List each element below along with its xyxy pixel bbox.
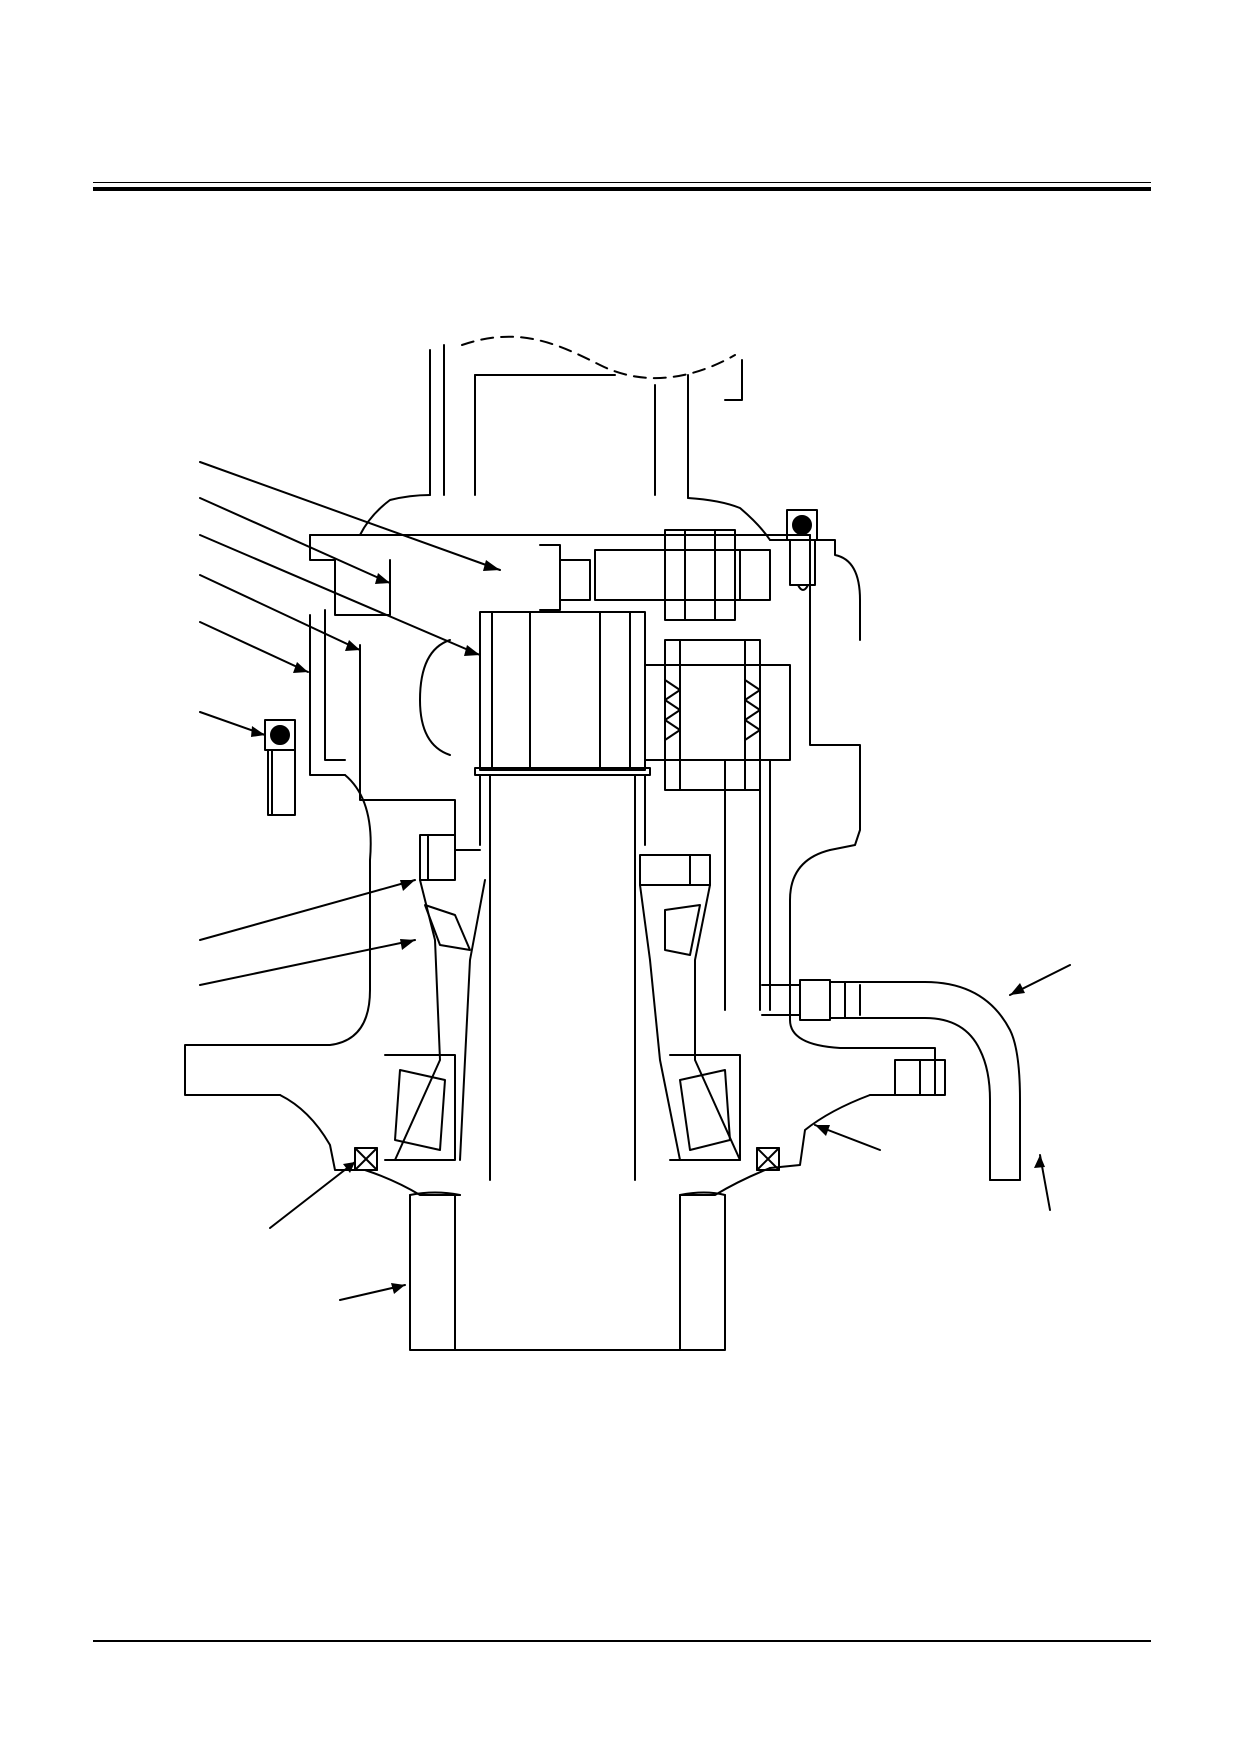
spindle [480, 775, 645, 1180]
planet-gear-upper [540, 530, 770, 620]
seal-left [355, 1148, 377, 1170]
right-flange [895, 1060, 945, 1095]
footer-rule [93, 1640, 1151, 1642]
bolt-left [265, 720, 295, 815]
bolt-right [787, 510, 817, 590]
ring-gear [475, 612, 650, 775]
header-rule [93, 187, 1151, 191]
seal-right [757, 1148, 779, 1170]
break-line [462, 337, 735, 378]
hub-end [365, 1168, 770, 1350]
housing-left [185, 535, 810, 1170]
inner-bearing-left [420, 835, 470, 950]
axle-housing-tube [360, 345, 770, 540]
leader-arrowheads [251, 560, 1045, 1294]
outer-bearing-left [385, 1055, 455, 1160]
leader-lines [200, 462, 1070, 1300]
spindle-taper [395, 880, 740, 1160]
planet-gear-lower [645, 640, 790, 790]
housing-right [725, 535, 935, 1168]
hydraulic-line [762, 980, 1020, 1180]
header-rule-thin [93, 182, 1151, 183]
outer-bearing-right [670, 1055, 740, 1160]
